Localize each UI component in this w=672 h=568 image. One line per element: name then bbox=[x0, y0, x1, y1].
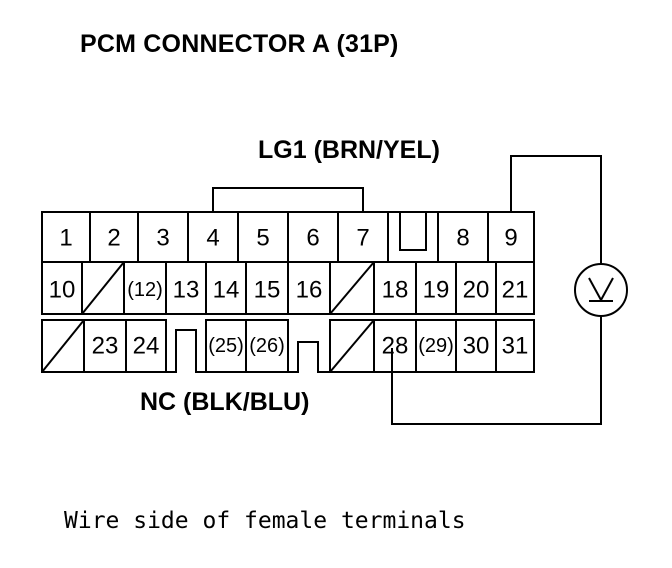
voltmeter-glyph-right bbox=[600, 277, 614, 301]
terminal-numbers: 1 2 3 4 5 6 7 8 9 10 (12) 13 14 15 16 18… bbox=[49, 225, 529, 360]
terminal-26: (26) bbox=[249, 335, 285, 357]
terminal-11-slash bbox=[81, 261, 125, 315]
terminal-9: 9 bbox=[504, 225, 517, 252]
terminal-31: 31 bbox=[502, 333, 529, 360]
terminal-17-slash bbox=[329, 261, 375, 315]
terminal-3: 3 bbox=[156, 225, 169, 252]
terminal-8: 8 bbox=[456, 225, 469, 252]
bottom-key-2 bbox=[288, 341, 330, 373]
terminal-1: 1 bbox=[59, 225, 72, 252]
voltmeter-glyph-left bbox=[588, 277, 602, 301]
terminal-24: 24 bbox=[133, 333, 160, 360]
terminal-18: 18 bbox=[382, 277, 409, 304]
terminal-7: 7 bbox=[356, 225, 369, 252]
terminal-12: (12) bbox=[127, 279, 163, 301]
probe-wire-negative bbox=[391, 316, 602, 425]
terminal-21: 21 bbox=[502, 277, 529, 304]
terminal-21-cell bbox=[495, 261, 535, 315]
terminal-2: 2 bbox=[107, 225, 120, 252]
terminal-29: (29) bbox=[418, 335, 454, 357]
terminal-13: 13 bbox=[173, 277, 200, 304]
terminal-15: 15 bbox=[254, 277, 281, 304]
voltmeter-icon bbox=[574, 263, 628, 317]
terminal-14: 14 bbox=[213, 277, 240, 304]
caption: Wire side of female terminals bbox=[64, 508, 466, 534]
terminal-26-cell bbox=[245, 319, 289, 373]
locking-key bbox=[399, 212, 427, 251]
terminal-19: 19 bbox=[423, 277, 450, 304]
terminal-16: 16 bbox=[296, 277, 323, 304]
terminal-5: 5 bbox=[256, 225, 269, 252]
terminal-22-slash bbox=[41, 319, 85, 373]
terminal-20: 20 bbox=[463, 277, 490, 304]
terminal-27-slash bbox=[329, 319, 375, 373]
page-title: PCM CONNECTOR A (31P) bbox=[80, 30, 399, 58]
terminal-31-cell bbox=[495, 319, 535, 373]
probe-wire-positive bbox=[510, 155, 602, 264]
lg1-jumper-bracket bbox=[212, 187, 364, 212]
terminal-10: 10 bbox=[49, 277, 76, 304]
nc-wire-label: NC (BLK/BLU) bbox=[140, 388, 310, 416]
terminal-30: 30 bbox=[463, 333, 490, 360]
bottom-key-1 bbox=[165, 320, 206, 373]
terminal-28: 28 bbox=[382, 333, 409, 360]
terminal-25: (25) bbox=[208, 335, 244, 357]
terminal-23: 23 bbox=[92, 333, 119, 360]
lg1-wire-label: LG1 (BRN/YEL) bbox=[258, 136, 440, 164]
terminal-4: 4 bbox=[206, 225, 219, 252]
terminal-6: 6 bbox=[306, 225, 319, 252]
